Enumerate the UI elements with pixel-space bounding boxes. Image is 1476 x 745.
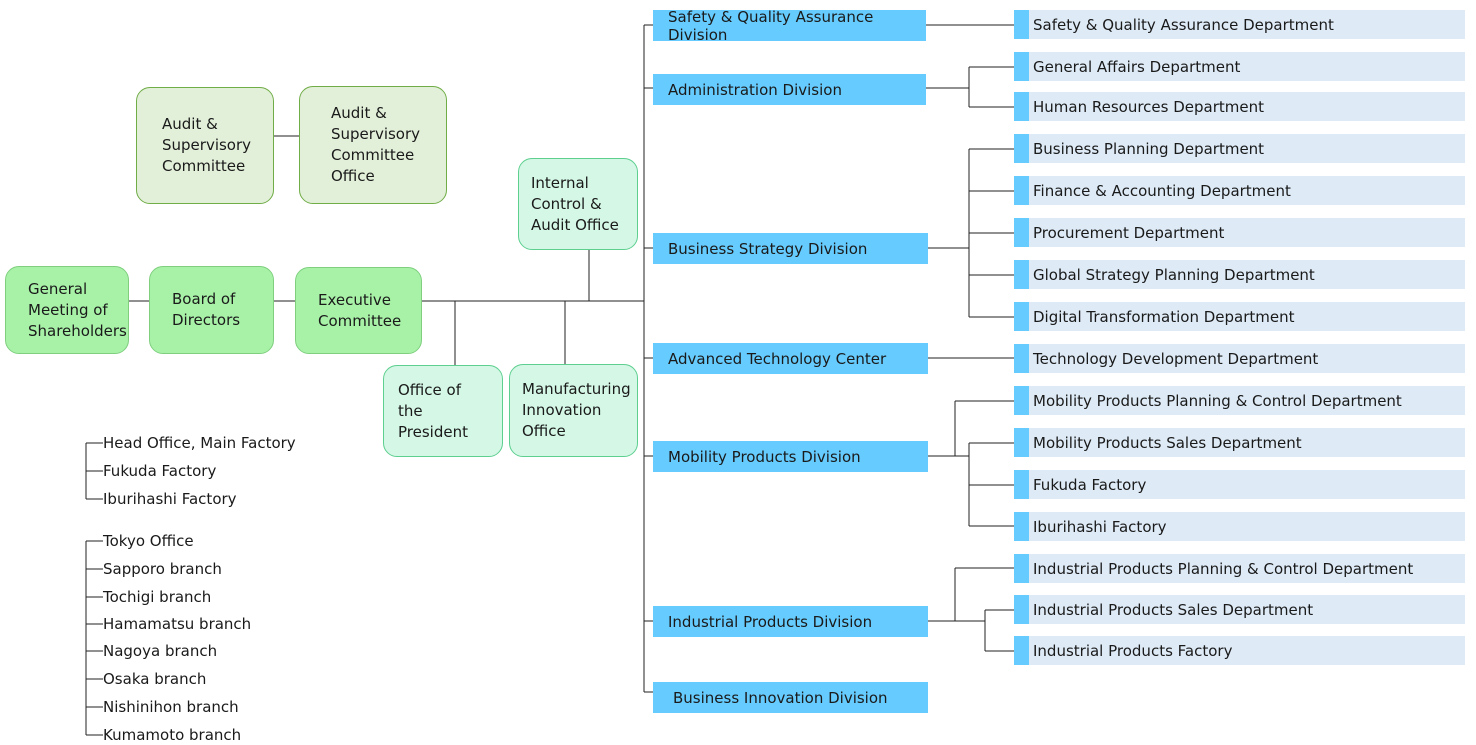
department-box: Global Strategy Planning Department	[1014, 260, 1465, 289]
department-box: Industrial Products Factory	[1014, 636, 1465, 665]
office-location-item: Tochigi branch	[103, 588, 212, 606]
president-office-box: Office of the President	[383, 365, 503, 457]
executive-committee-label: Executive Committee	[318, 290, 402, 330]
office-location-item: Sapporo branch	[103, 560, 222, 578]
department-box: Finance & Accounting Department	[1014, 176, 1465, 205]
factory-location-item: Head Office, Main Factory	[103, 434, 296, 452]
department-label: Mobility Products Planning & Control Dep…	[1033, 391, 1402, 410]
department-label: Fukuda Factory	[1033, 475, 1147, 494]
department-box: Technology Development Department	[1014, 344, 1465, 373]
audit-committee-office-label: Audit & Supervisory Committee Office	[331, 104, 421, 185]
president-office-label: Office of the President	[398, 380, 468, 441]
department-label: Business Planning Department	[1033, 139, 1265, 158]
internal-control-office-box: Internal Control & Audit Office	[518, 158, 638, 250]
department-label: Iburihashi Factory	[1033, 517, 1167, 536]
division-label: Business Strategy Division	[668, 239, 868, 258]
department-box: General Affairs Department	[1014, 52, 1465, 81]
division-box: Business Innovation Division	[653, 682, 928, 713]
department-label: Global Strategy Planning Department	[1033, 265, 1315, 284]
executive-committee-box: Executive Committee	[295, 267, 422, 354]
division-box: Administration Division	[653, 74, 926, 105]
department-label: Industrial Products Planning & Control D…	[1033, 559, 1414, 578]
department-label: Human Resources Department	[1033, 97, 1265, 116]
department-label: Digital Transformation Department	[1033, 307, 1295, 326]
manufacturing-innovation-office-box: Manufacturing Innovation Office	[509, 364, 638, 457]
division-box: Advanced Technology Center	[653, 343, 928, 374]
division-box: Mobility Products Division	[653, 441, 928, 472]
division-label: Administration Division	[668, 80, 842, 99]
department-label: Industrial Products Factory	[1033, 641, 1233, 660]
department-box: Fukuda Factory	[1014, 470, 1465, 499]
department-box: Safety & Quality Assurance Department	[1014, 10, 1465, 39]
department-label: Technology Development Department	[1033, 349, 1319, 368]
division-label: Safety & Quality Assurance Division	[668, 7, 874, 44]
division-label: Mobility Products Division	[668, 447, 861, 466]
audit-committee-office-box: Audit & Supervisory Committee Office	[299, 86, 447, 204]
division-label: Advanced Technology Center	[668, 349, 887, 368]
division-label: Business Innovation Division	[673, 688, 888, 707]
division-box: Business Strategy Division	[653, 233, 928, 264]
division-label: Industrial Products Division	[668, 612, 873, 631]
division-box: Safety & Quality Assurance Division	[653, 7, 926, 44]
department-label: Safety & Quality Assurance Department	[1033, 15, 1334, 34]
internal-control-office-label: Internal Control & Audit Office	[531, 173, 619, 234]
department-box: Mobility Products Planning & Control Dep…	[1014, 386, 1465, 415]
department-box: Industrial Products Sales Department	[1014, 595, 1465, 624]
department-label: Industrial Products Sales Department	[1033, 600, 1314, 619]
factory-location-item: Fukuda Factory	[103, 462, 217, 480]
office-location-item: Nishinihon branch	[103, 698, 239, 716]
manufacturing-innovation-office-label: Manufacturing Innovation Office	[522, 380, 631, 440]
department-box: Industrial Products Planning & Control D…	[1014, 554, 1465, 583]
office-location-item: Osaka branch	[103, 670, 207, 688]
board-of-directors-label: Board of Directors	[172, 290, 241, 329]
department-label: Finance & Accounting Department	[1033, 181, 1291, 200]
department-label: General Affairs Department	[1033, 57, 1241, 76]
department-box: Digital Transformation Department	[1014, 302, 1465, 331]
board-of-directors-box: Board of Directors	[149, 266, 274, 354]
department-box: Mobility Products Sales Department	[1014, 428, 1465, 457]
department-label: Procurement Department	[1033, 223, 1225, 242]
division-box: Industrial Products Division	[653, 606, 928, 637]
office-location-item: Nagoya branch	[103, 642, 218, 660]
department-label: Mobility Products Sales Department	[1033, 433, 1302, 452]
department-box: Procurement Department	[1014, 218, 1465, 247]
shareholders-meeting-box: General Meeting of Shareholders	[5, 266, 129, 354]
department-box: Iburihashi Factory	[1014, 512, 1465, 541]
shareholders-meeting-label: General Meeting of Shareholders	[28, 279, 127, 340]
department-box: Human Resources Department	[1014, 92, 1465, 121]
audit-committee-label: Audit & Supervisory Committee	[162, 115, 252, 175]
office-location-item: Hamamatsu branch	[103, 615, 252, 633]
factory-location-item: Iburihashi Factory	[103, 490, 237, 508]
office-location-item: Kumamoto branch	[103, 726, 242, 744]
audit-committee-box: Audit & Supervisory Committee	[136, 87, 274, 204]
department-box: Business Planning Department	[1014, 134, 1465, 163]
office-location-item: Tokyo Office	[103, 532, 194, 550]
